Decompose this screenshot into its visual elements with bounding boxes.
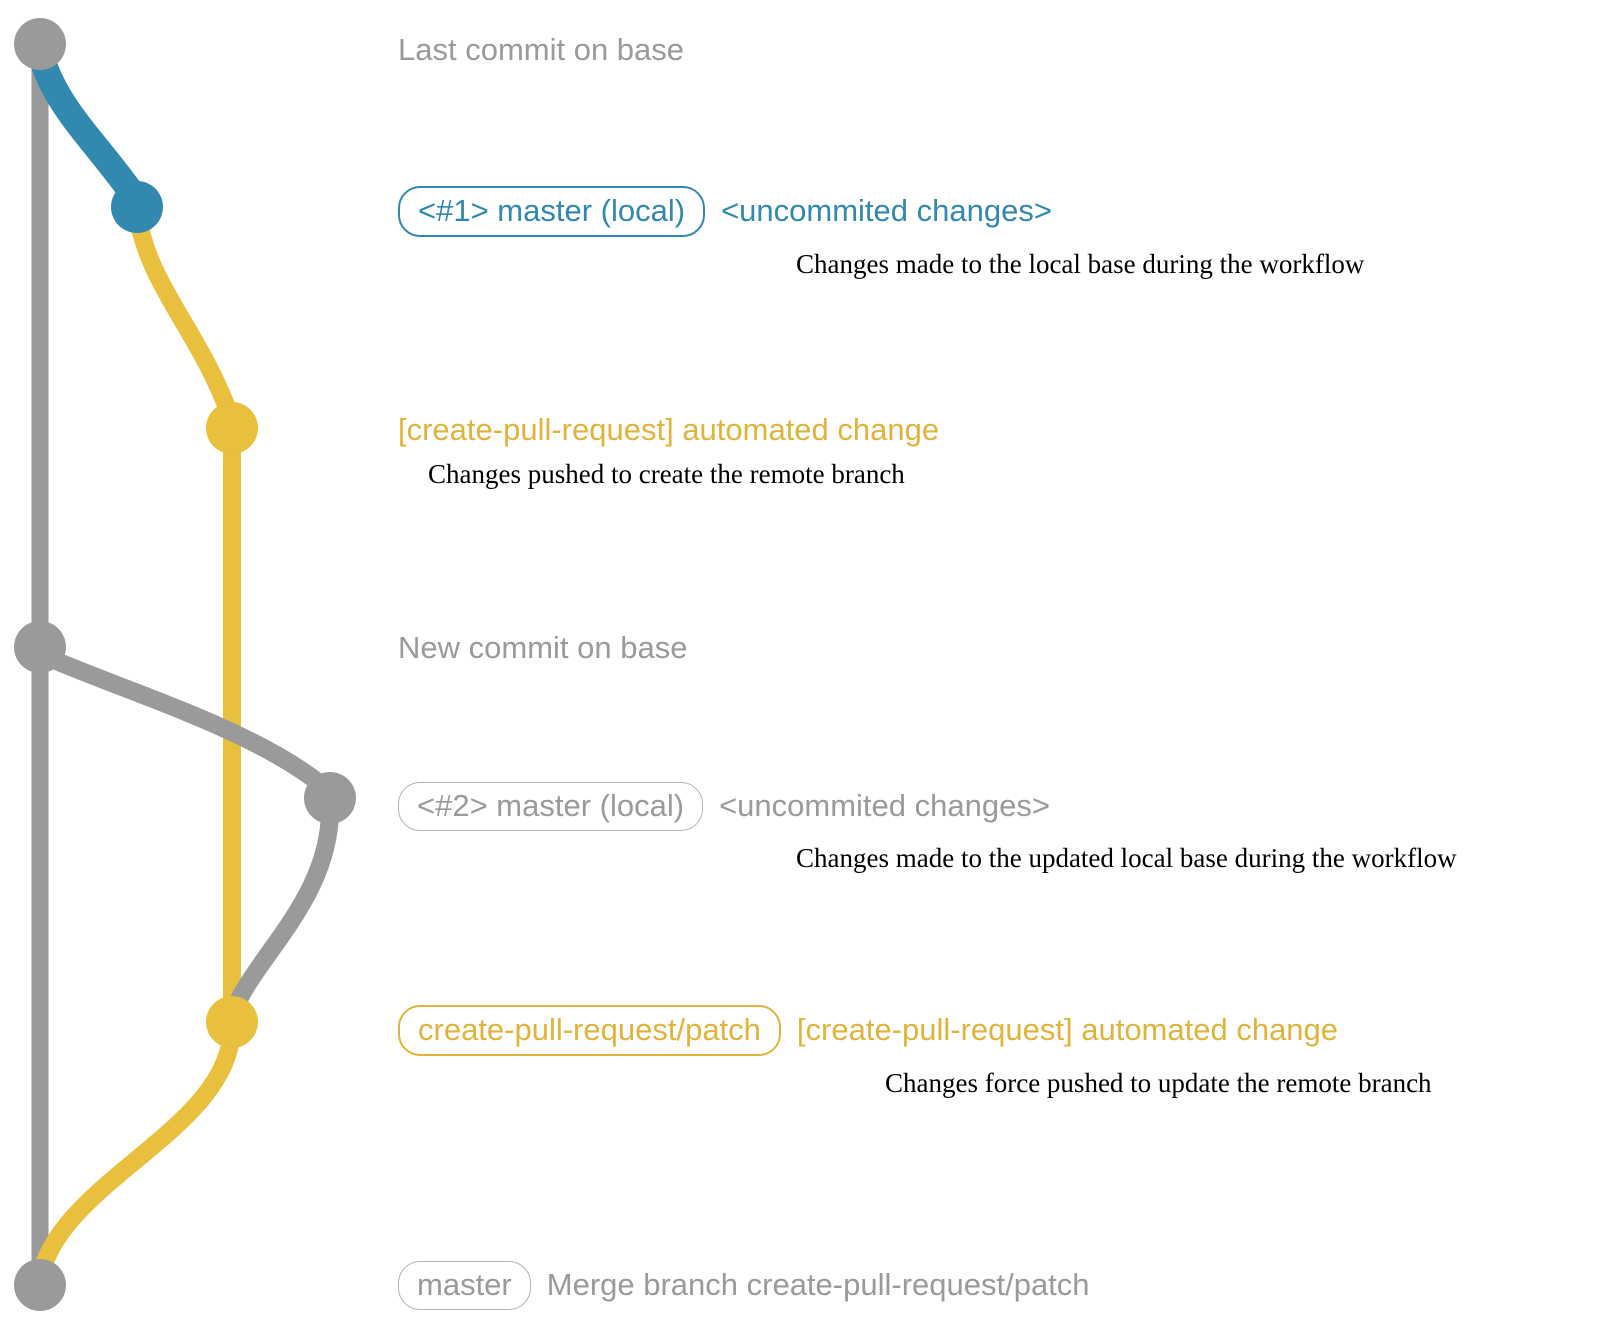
row-master-local-2: <#2> master (local) <uncommited changes>… — [398, 782, 1457, 874]
row-headline-group: Last commit on base — [398, 32, 685, 67]
row-subtext-automated-1: Changes pushed to create the remote bran… — [428, 459, 905, 490]
local-branch-line-2 — [31, 645, 339, 801]
commit-message-new-commit: New commit on base — [398, 630, 688, 665]
row-new-commit-on-base: New commit on base — [398, 630, 688, 665]
commit-message-automated-change-1: [create-pull-request] automated change — [398, 412, 940, 447]
commit-message-last-commit: Last commit on base — [398, 32, 685, 67]
row-headline-group: New commit on base — [398, 630, 688, 665]
branch-chip-master-local-2[interactable]: <#2> master (local) — [398, 782, 704, 831]
node-base-merge[interactable] — [14, 1259, 66, 1311]
node-local-2[interactable] — [304, 772, 356, 824]
local-branch-line-1 — [27, 39, 150, 213]
node-patch-2[interactable] — [206, 996, 258, 1048]
node-patch-1[interactable] — [206, 402, 258, 454]
row-subtext-local-1: Changes made to the local base during th… — [796, 249, 1365, 279]
row-subtext-patch: Changes force pushed to update the remot… — [885, 1068, 1432, 1098]
row-master-local-1: <#1> master (local) <uncommited changes>… — [398, 186, 1364, 280]
local-to-patch-line — [223, 797, 340, 1025]
commit-message-merge: Merge branch create-pull-request/patch — [546, 1267, 1090, 1303]
patch-branch-line-top — [128, 205, 241, 430]
row-master-merge: master Merge branch create-pull-request/… — [398, 1261, 1090, 1310]
commit-message-uncommited-1: <uncommited changes> — [721, 193, 1052, 229]
git-graph — [14, 18, 356, 1311]
commit-message-uncommited-2: <uncommited changes> — [719, 788, 1050, 824]
branch-chip-create-pull-request-patch[interactable]: create-pull-request/patch — [398, 1005, 781, 1056]
branch-chip-master[interactable]: master — [398, 1261, 531, 1310]
patch-merge-line — [31, 1019, 241, 1287]
commit-message-automated-change-2: [create-pull-request] automated change — [796, 1012, 1339, 1048]
row-patch-branch: create-pull-request/patch [create-pull-r… — [398, 1005, 1432, 1099]
branch-chip-master-local-1[interactable]: <#1> master (local) — [398, 186, 706, 237]
row-headline-group: <#2> master (local) <uncommited changes> — [398, 782, 1457, 831]
row-automated-change-1: [create-pull-request] automated change C… — [398, 412, 940, 490]
row-last-commit-on-base: Last commit on base — [398, 32, 685, 67]
row-headline-group: create-pull-request/patch [create-pull-r… — [398, 1005, 1432, 1056]
node-base-top[interactable] — [14, 18, 66, 70]
row-headline-group: [create-pull-request] automated change — [398, 412, 940, 447]
row-headline-group: <#1> master (local) <uncommited changes> — [398, 186, 1364, 237]
node-local-1[interactable] — [111, 181, 163, 233]
row-headline-group: master Merge branch create-pull-request/… — [398, 1261, 1090, 1310]
row-subtext-local-2: Changes made to the updated local base d… — [796, 843, 1457, 873]
node-base-mid[interactable] — [14, 621, 66, 673]
